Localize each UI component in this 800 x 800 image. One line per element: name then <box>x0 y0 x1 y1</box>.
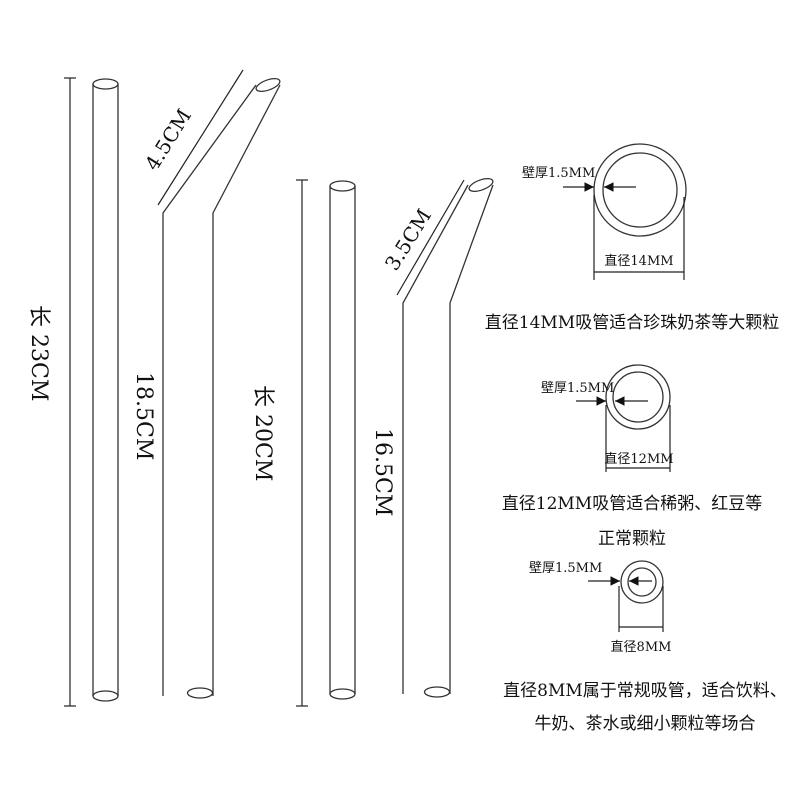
bend-length-label: 4.5CM <box>140 105 196 175</box>
straw-bent-23cm: 4.5CM 18.5CM <box>131 69 281 699</box>
diameter-label: 直径14MM <box>604 254 673 269</box>
diameter-label: 直径8MM <box>611 640 672 655</box>
wall-thickness-label: 壁厚1.5MM <box>529 561 602 576</box>
wall-thickness-label: 壁厚1.5MM <box>541 381 614 396</box>
bend-dimension-line <box>396 179 465 296</box>
cross-section-12mm: 壁厚1.5MM 直径12MM 直径12MM吸管适合稀粥、红豆等 正常颗粒 <box>502 364 762 549</box>
length-label: 长 20CM <box>250 385 275 481</box>
straw-straight-23cm: 长 23CM <box>26 77 119 707</box>
straight-length-label: 18.5CM <box>131 372 156 460</box>
description: 直径8MM属于常规吸管，适合饮料、 <box>503 681 787 701</box>
bend-dimension-line <box>157 69 244 206</box>
description: 直径14MM吸管适合珍珠奶茶等大颗粒 <box>485 313 779 333</box>
wall-thickness-label: 壁厚1.5MM <box>522 166 595 181</box>
bend-length-label: 3.5CM <box>380 205 436 275</box>
description-line2: 牛奶、茶水或细小颗粒等场合 <box>535 714 756 734</box>
description-line2: 正常颗粒 <box>598 529 666 549</box>
cross-section-8mm: 壁厚1.5MM 直径8MM 直径8MM属于常规吸管，适合饮料、 牛奶、茶水或细小… <box>503 560 787 734</box>
length-label: 长 23CM <box>26 305 51 401</box>
description: 直径12MM吸管适合稀粥、红豆等 <box>502 494 762 514</box>
straight-length-label: 16.5CM <box>370 428 395 516</box>
cross-section-14mm: 壁厚1.5MM 直径14MM 直径14MM吸管适合珍珠奶茶等大颗粒 <box>485 143 779 333</box>
straw-bent-20cm: 3.5CM 16.5CM <box>370 177 494 698</box>
diameter-label: 直径12MM <box>604 452 673 467</box>
straw-straight-20cm: 长 20CM <box>250 179 356 707</box>
